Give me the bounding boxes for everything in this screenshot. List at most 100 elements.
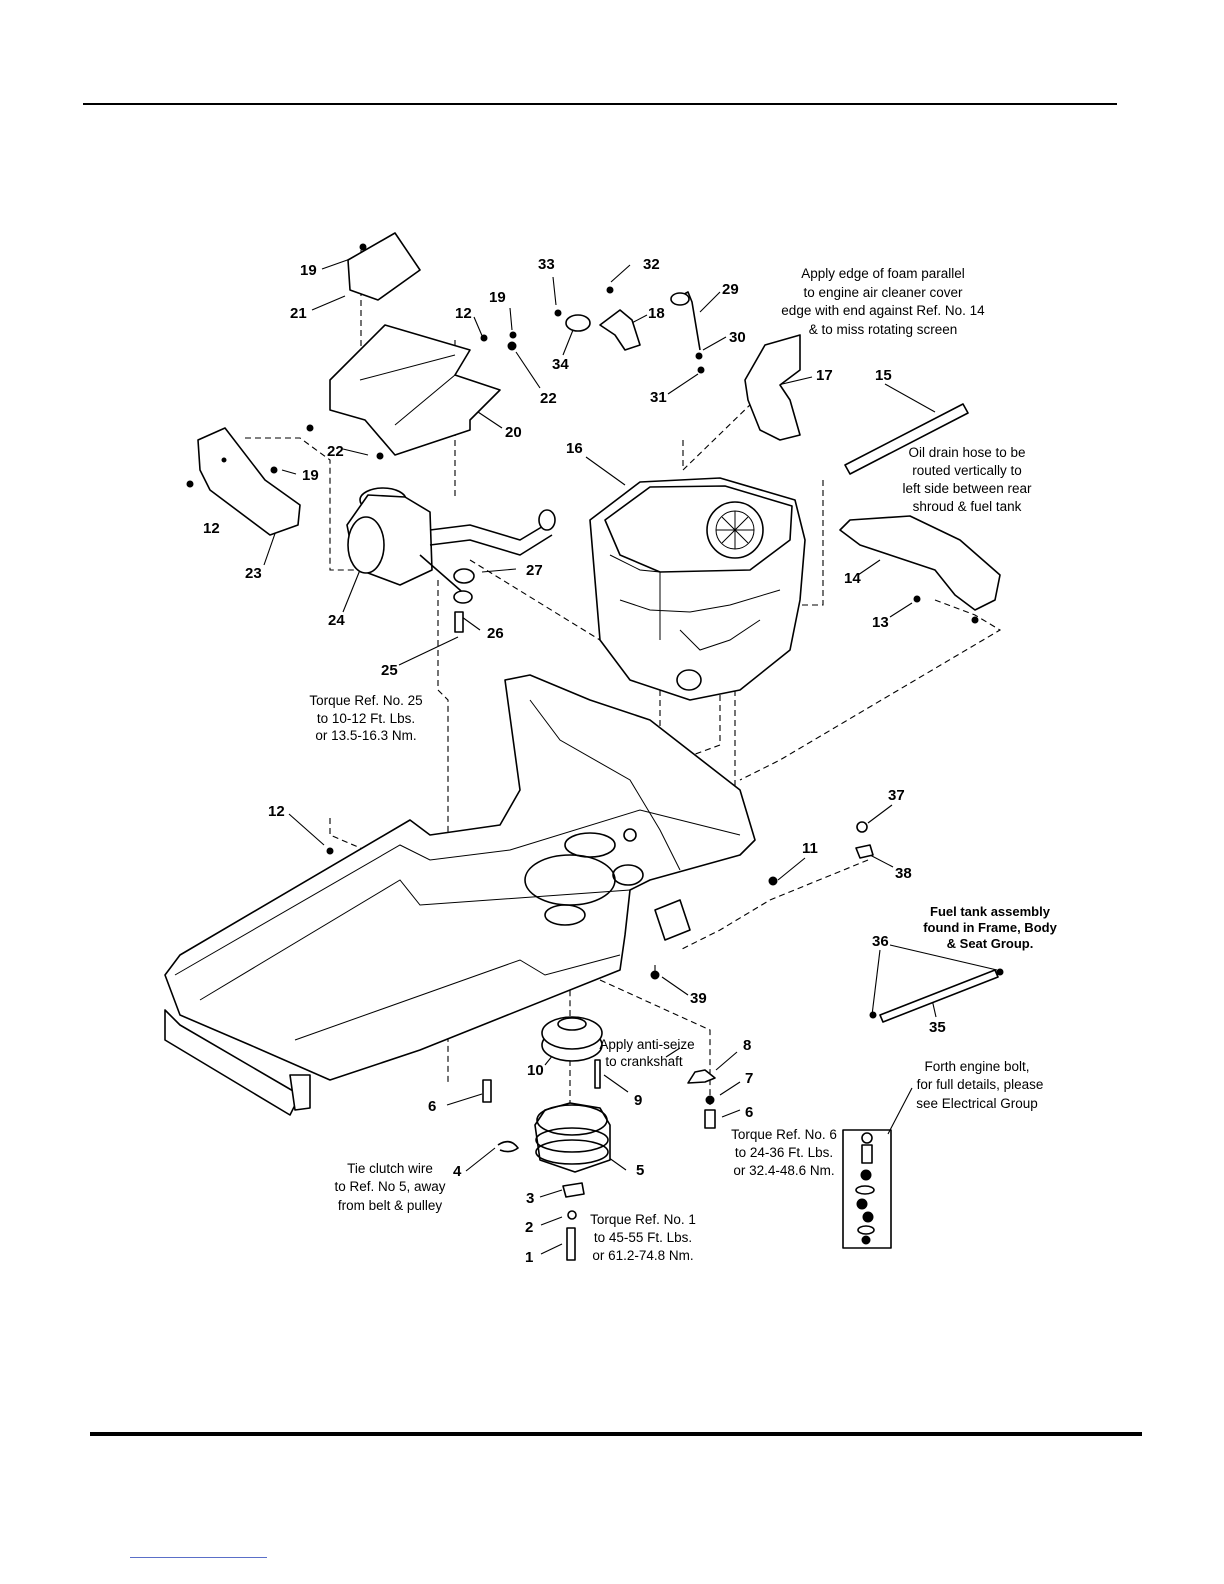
ref-15: 15 [875,367,892,384]
washers-1-2-3 [562,1182,585,1261]
ref-37: 37 [888,787,905,804]
svg-text:for full details, please: for full details, please [917,1077,1044,1092]
svg-text:Torque Ref. No. 25: Torque Ref. No. 25 [309,693,422,708]
svg-text:edge with end against Ref. No.: edge with end against Ref. No. 14 [781,303,985,318]
ref-19: 19 [302,467,319,484]
ref-25: 25 [381,662,398,679]
bracket-8 [687,1069,716,1084]
svg-text:to 10-12 Ft. Lbs.: to 10-12 Ft. Lbs. [317,711,415,726]
bolt-detail-box [842,1129,892,1249]
svg-text:or 13.5-16.3 Nm.: or 13.5-16.3 Nm. [315,728,416,743]
key-9 [594,1059,601,1089]
ref-30: 30 [729,329,746,346]
note-forth-bolt: Forth engine bolt, for full details, ple… [916,1059,1043,1111]
ref-35: 35 [929,1019,946,1036]
ref-29: 29 [722,281,739,298]
svg-text:& Seat Group.: & Seat Group. [947,936,1034,951]
note-tie-clutch: Tie clutch wire to Ref. No 5, away from … [334,1161,445,1213]
ref-22: 22 [540,390,557,407]
clutch-wire-tie-4 [497,1140,519,1153]
ref-22: 22 [327,443,344,460]
note-torque-1: Torque Ref. No. 1 to 45-55 Ft. Lbs. or 6… [590,1212,696,1263]
ref-19: 19 [300,262,317,279]
ref-38: 38 [895,865,912,882]
ref-5: 5 [636,1162,644,1179]
oil-drain-hose-15 [844,403,969,475]
footer-link-underline [130,1557,267,1558]
engine-16 [589,477,806,701]
footer-rule [90,1432,1142,1436]
note-torque-6: Torque Ref. No. 6 to 24-36 Ft. Lbs. or 3… [731,1127,837,1178]
reference-numbers: 19 21 12 19 22 33 32 18 34 29 30 31 17 1… [203,256,946,1266]
svg-text:to 45-55 Ft. Lbs.: to 45-55 Ft. Lbs. [594,1230,692,1245]
svg-text:to crankshaft: to crankshaft [605,1054,683,1069]
ref-12: 12 [203,520,220,537]
svg-text:from belt & pulley: from belt & pulley [338,1198,443,1213]
svg-text:Tie clutch wire: Tie clutch wire [347,1161,433,1176]
ref-16: 16 [566,440,583,457]
header-rule [83,103,1117,105]
engine-shroud-20 [329,324,517,456]
ref-23: 23 [245,565,262,582]
ref-24: 24 [328,612,345,629]
pulley-10 [541,1016,603,1062]
svg-text:Apply edge of foam parallel: Apply edge of foam parallel [801,266,965,281]
svg-text:to 24-36 Ft. Lbs.: to 24-36 Ft. Lbs. [735,1145,833,1160]
ref-6: 6 [428,1098,436,1115]
ref-34: 34 [552,356,569,373]
svg-text:to engine air cleaner cover: to engine air cleaner cover [803,285,963,300]
note-anti-seize: Apply anti-seize to crankshaft [599,1037,694,1069]
breather-parts [554,286,705,374]
ref-14: 14 [844,570,861,587]
svg-text:Fuel tank assembly: Fuel tank assembly [930,904,1051,919]
ref-6: 6 [745,1104,753,1121]
svg-text:Torque Ref. No. 1: Torque Ref. No. 1 [590,1212,696,1227]
note-torque-25: Torque Ref. No. 25 to 10-12 Ft. Lbs. or … [309,693,422,743]
muffler-24 [346,487,556,633]
side-shield-23 [186,424,384,536]
svg-text:routed vertically to: routed vertically to [912,463,1022,478]
ref-32: 32 [643,256,660,273]
svg-text:Forth engine bolt,: Forth engine bolt, [924,1059,1029,1074]
ref-19: 19 [489,289,506,306]
svg-text:or 61.2-74.8 Nm.: or 61.2-74.8 Nm. [592,1248,693,1263]
ref-3: 3 [526,1190,534,1207]
fuel-tank-clip-37-38 [855,821,874,859]
ref-12: 12 [455,305,472,322]
ref-39: 39 [690,990,707,1007]
svg-text:to Ref. No 5, away: to Ref. No 5, away [334,1179,445,1194]
svg-text:left side between rear: left side between rear [902,481,1032,496]
svg-text:see Electrical Group: see Electrical Group [916,1096,1038,1111]
clutch-5 [534,1102,611,1173]
ref-11: 11 [802,840,818,857]
engine-shield-21 [347,232,421,301]
note-fuel-tank: Fuel tank assembly found in Frame, Body … [923,904,1057,951]
ref-12: 12 [268,803,285,820]
fuel-line-35 [869,968,1004,1023]
svg-text:Apply anti-seize: Apply anti-seize [599,1037,694,1052]
leader-lines [263,257,998,1255]
ref-8: 8 [743,1037,751,1054]
frame [164,674,778,1116]
ref-1: 1 [525,1249,533,1266]
ref-31: 31 [650,389,667,406]
ref-20: 20 [505,424,522,441]
note-oil-drain: Oil drain hose to be routed vertically t… [902,445,1032,514]
ref-7: 7 [745,1070,753,1087]
ref-26: 26 [487,625,504,642]
svg-text:found in Frame, Body: found in Frame, Body [923,920,1057,935]
ref-9: 9 [634,1092,642,1109]
svg-text:Oil drain hose to be: Oil drain hose to be [908,445,1025,460]
ref-21: 21 [290,305,307,322]
ref-13: 13 [872,614,889,631]
foam-strip-17 [744,334,801,441]
ref-27: 27 [526,562,543,579]
ref-18: 18 [648,305,665,322]
bolt-6 [482,1079,716,1129]
svg-text:shroud & fuel tank: shroud & fuel tank [913,499,1022,514]
ref-33: 33 [538,256,555,273]
ref-2: 2 [525,1219,533,1236]
note-foam: Apply edge of foam parallel to engine ai… [781,266,985,337]
ref-4: 4 [453,1163,462,1180]
